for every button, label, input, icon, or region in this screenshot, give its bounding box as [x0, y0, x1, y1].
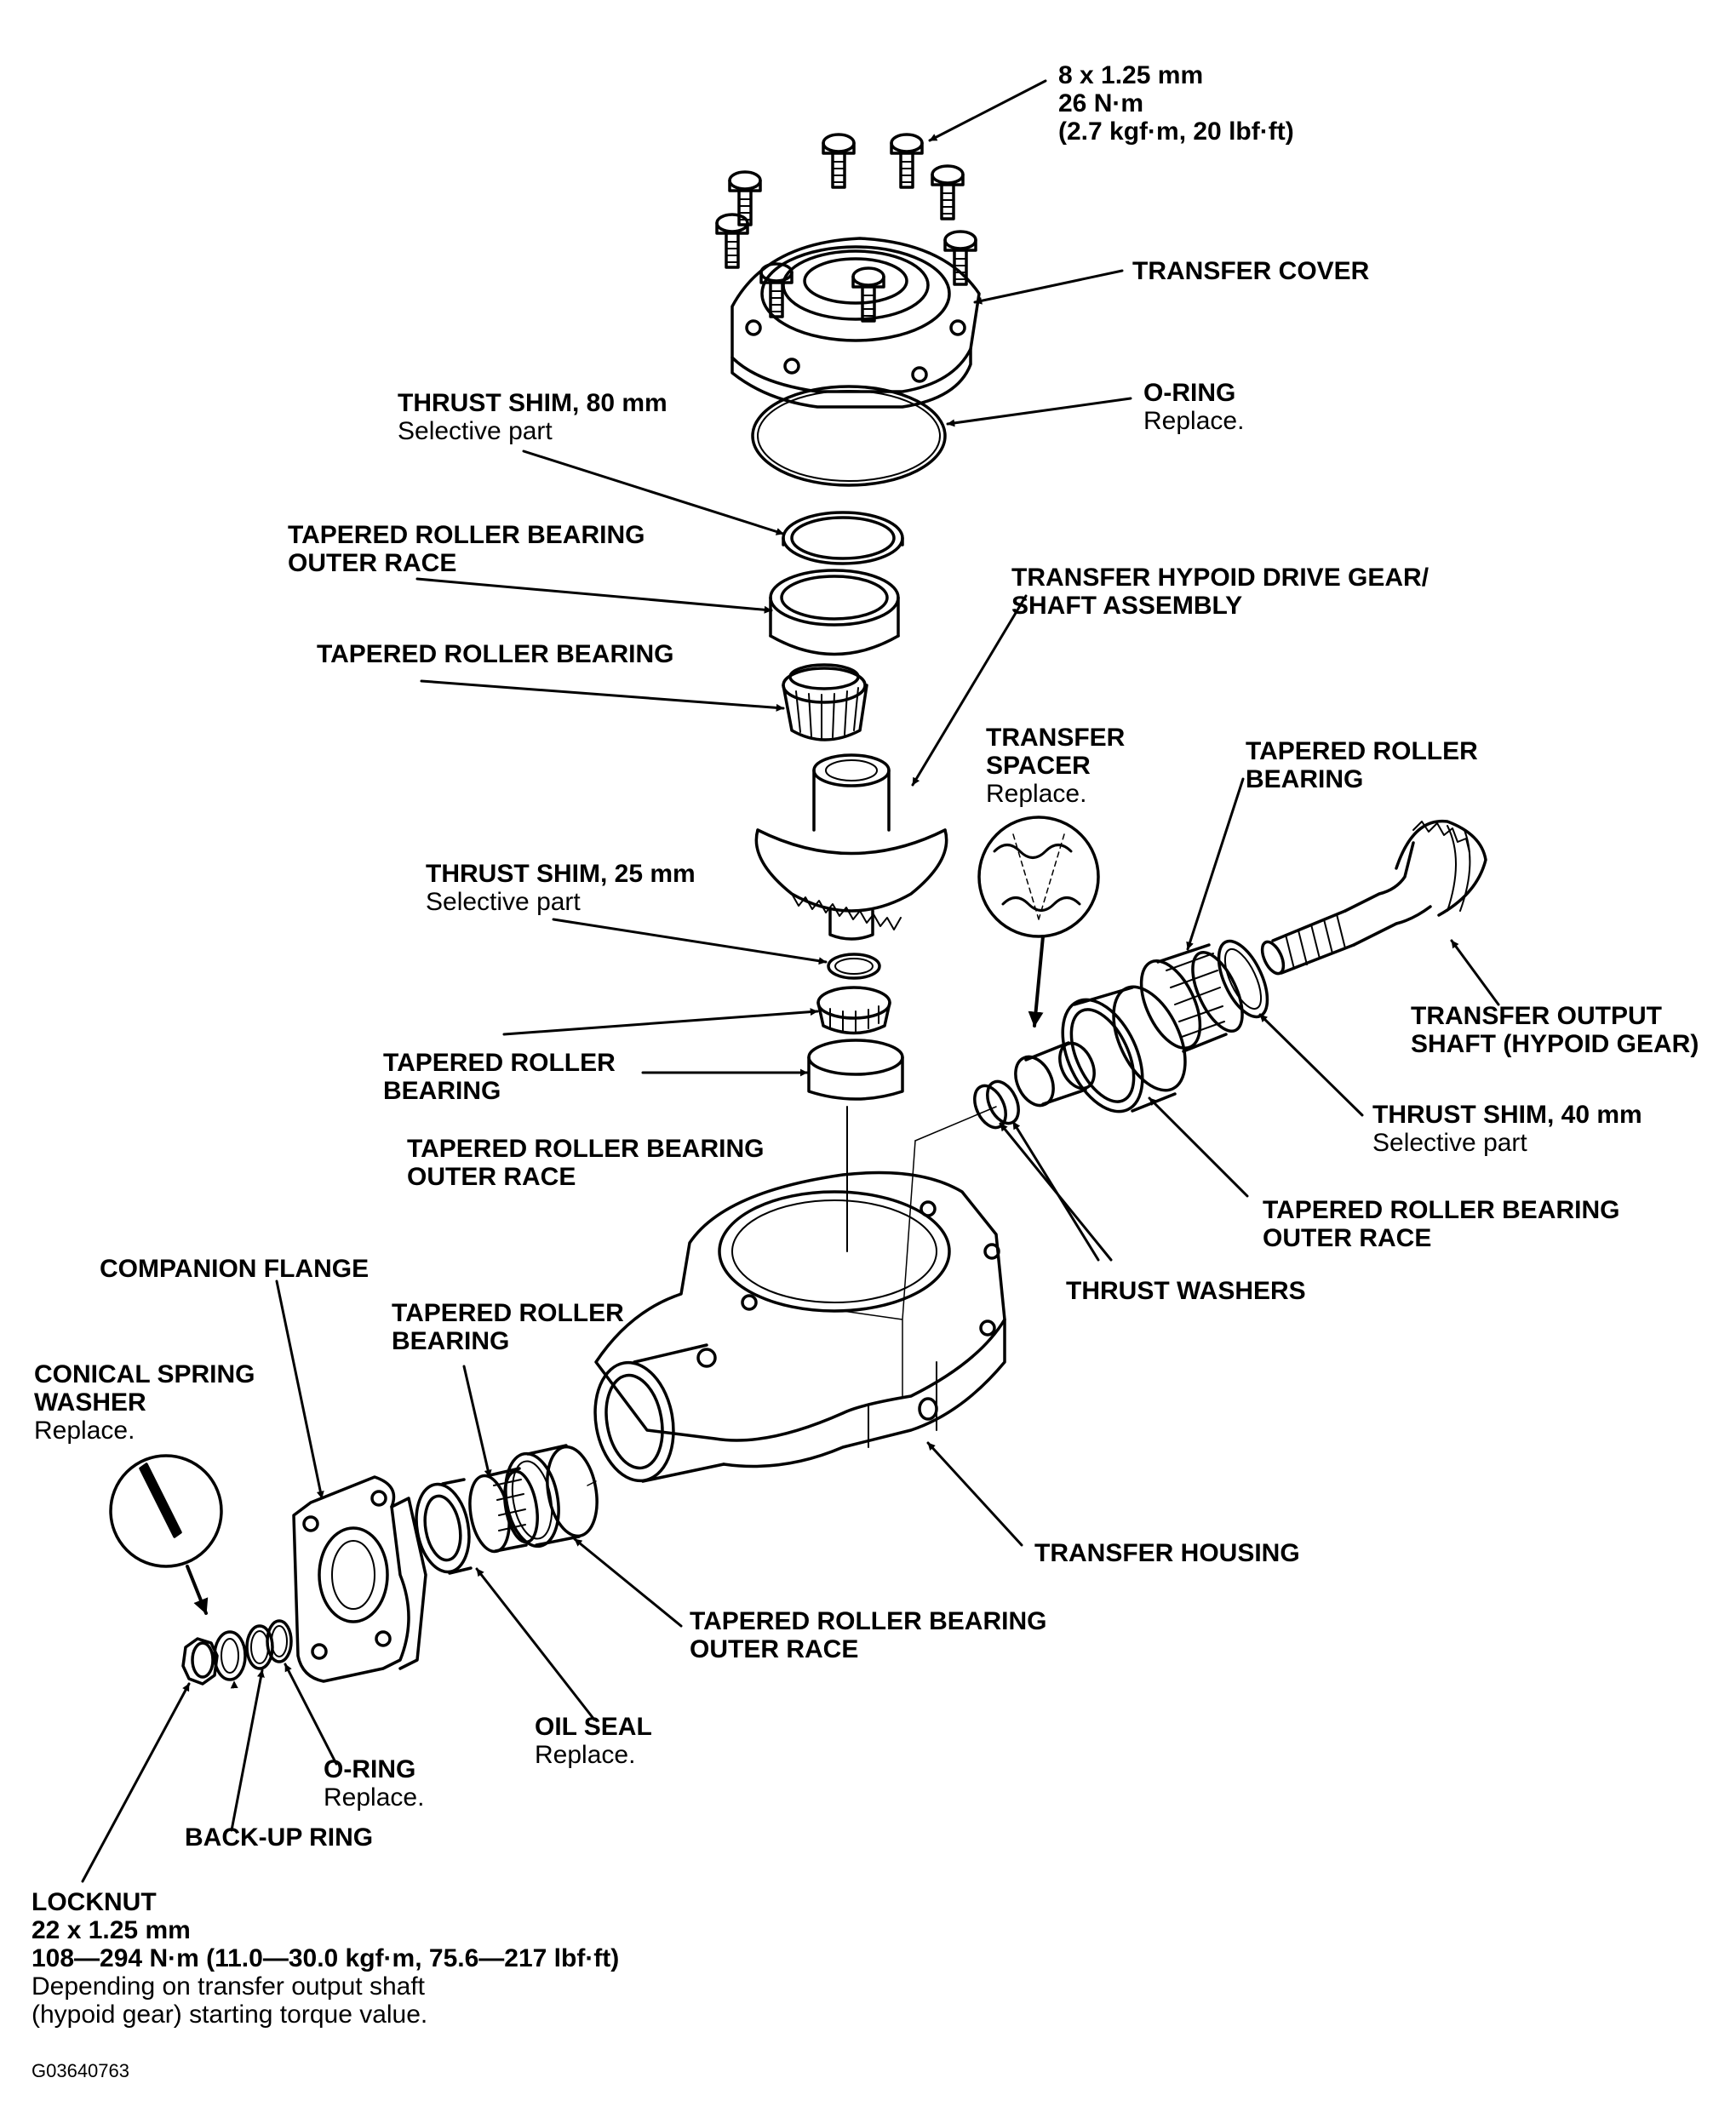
outer-race-1-label: TAPERED ROLLER BEARING OUTER RACE	[288, 521, 645, 577]
oil-seal-label: OIL SEAL Replace.	[535, 1713, 652, 1769]
transfer-housing-label: TRANSFER HOUSING	[1034, 1539, 1300, 1567]
bearing-2-part	[816, 986, 891, 1035]
thrust-shim-25-part	[827, 953, 881, 980]
o-ring-bottom-part	[266, 1619, 293, 1663]
outer-race-4-label: TAPERED ROLLER BEARING OUTER RACE	[690, 1607, 1047, 1663]
hypoid-drive-gear-label: TRANSFER HYPOID DRIVE GEAR/ SHAFT ASSEMB…	[1011, 564, 1429, 620]
thrust-shim-40-part	[1217, 939, 1269, 1019]
leader-lines	[81, 79, 1500, 1883]
outer-race-3-label: TAPERED ROLLER BEARING OUTER RACE	[1263, 1196, 1620, 1252]
o-ring-top-part	[751, 385, 947, 487]
thrust-washers-label: THRUST WASHERS	[1066, 1277, 1306, 1305]
bearing-2-label: TAPERED ROLLER BEARING	[383, 1049, 616, 1105]
bearing-3-part	[468, 1467, 539, 1554]
bolt-spec-label: 8 x 1.25 mm 26 N·m (2.7 kgf·m, 20 lbf·ft…	[1058, 61, 1294, 146]
figure-code: G03640763	[32, 2060, 129, 2081]
hypoid-drive-gear-part	[754, 753, 948, 941]
bearing-1-part	[782, 663, 868, 741]
o-ring-bottom-label: O-RING Replace.	[324, 1755, 425, 1812]
thrust-shim-80-part	[782, 511, 904, 565]
outer-race-1-part	[769, 569, 900, 656]
bearing-1-label: TAPERED ROLLER BEARING	[317, 640, 674, 668]
bearing-right-part	[1139, 943, 1244, 1053]
oil-seal-part	[415, 1478, 473, 1575]
conical-washer-part	[213, 1630, 247, 1681]
outer-race-2-label: TAPERED ROLLER BEARING OUTER RACE	[407, 1135, 765, 1191]
output-shaft-part	[1260, 819, 1487, 976]
transfer-cover-label: TRANSFER COVER	[1132, 257, 1370, 285]
thrust-shim-40-label: THRUST SHIM, 40 mm Selective part	[1372, 1101, 1642, 1157]
companion-flange-label: COMPANION FLANGE	[100, 1255, 370, 1283]
conical-washer-label: CONICAL SPRING WASHER Replace.	[34, 1360, 255, 1445]
locknut-label: LOCKNUT 22 x 1.25 mm 108—294 N·m (11.0—3…	[32, 1888, 620, 2029]
thrust-shim-80-label: THRUST SHIM, 80 mm Selective part	[398, 389, 667, 445]
output-shaft-label: TRANSFER OUTPUT SHAFT (HYPOID GEAR)	[1411, 1002, 1699, 1058]
backup-ring-label: BACK-UP RING	[185, 1823, 374, 1852]
outer-race-2-part	[807, 1039, 904, 1101]
transfer-spacer-detail	[977, 816, 1100, 1028]
o-ring-top-label: O-RING Replace.	[1143, 379, 1245, 435]
bearing-3-label: TAPERED ROLLER BEARING	[392, 1299, 624, 1355]
transfer-spacer-part	[1014, 1041, 1096, 1108]
outer-race-3-part	[1061, 985, 1187, 1113]
transfer-cover	[730, 237, 981, 409]
bolts	[715, 133, 977, 323]
thrust-shim-25-label: THRUST SHIM, 25 mm Selective part	[426, 860, 696, 916]
conical-washer-detail	[109, 1454, 223, 1615]
transfer-housing-part	[593, 1106, 1006, 1483]
bearing-right-label: TAPERED ROLLER BEARING	[1246, 737, 1478, 793]
companion-flange-part	[292, 1475, 427, 1683]
locknut-part	[181, 1637, 219, 1686]
transfer-spacer-label: TRANSFER SPACER Replace.	[986, 724, 1126, 808]
